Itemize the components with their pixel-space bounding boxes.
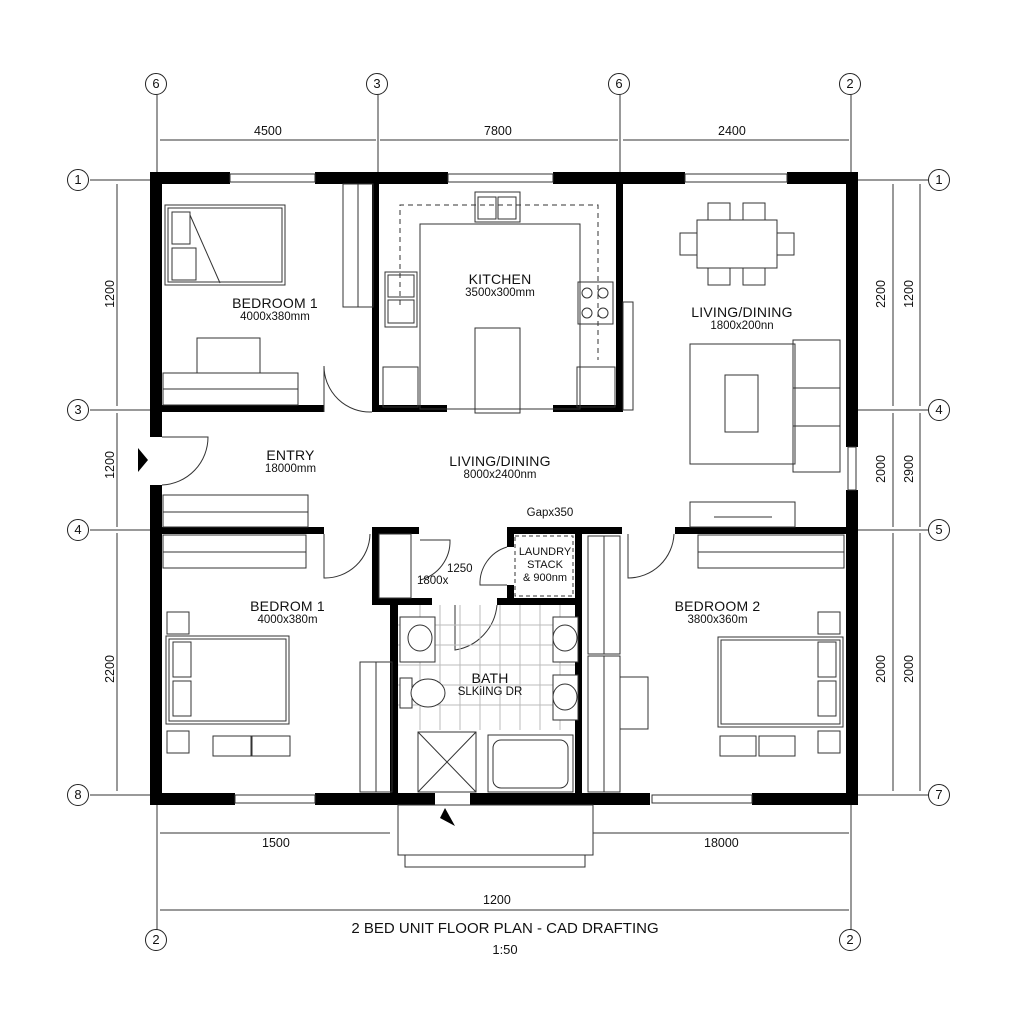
room-entry: ENTRY 18000mm (228, 447, 353, 475)
room-name: BATH (471, 670, 509, 686)
room-size: 8000x2400nm (463, 469, 537, 481)
dim-right-inner-2: 2000 (873, 455, 888, 483)
grid-bubble-left-3: 4 (67, 519, 89, 541)
dim-top-2: 7800 (484, 124, 512, 138)
grid-bubble-right-3: 5 (928, 519, 950, 541)
dim-bottom-1: 1500 (262, 836, 290, 850)
room-living-dining-center: LIVING/DINING 8000x2400nm (425, 453, 575, 481)
bath-note: SLKiING DR (457, 686, 523, 698)
room-name: KITCHEN (468, 271, 532, 287)
grid-bubble-top-3: 6 (608, 73, 630, 95)
dim-right-inner-1: 2200 (873, 280, 888, 308)
gap-note: Gapx350 (526, 507, 574, 519)
linen-dim: 1250 (447, 563, 473, 575)
dim-right-outer-2: 2900 (901, 455, 916, 483)
dim-left-3: 2200 (102, 655, 117, 683)
drawing-scale: 1:50 (492, 942, 518, 957)
dim-right-outer-3: 2000 (901, 655, 916, 683)
dim-right-outer-1: 1200 (901, 280, 916, 308)
dim-top-3: 2400 (718, 124, 746, 138)
grid-bubble-left-2: 3 (67, 399, 89, 421)
laundry-size: & 900nm (522, 572, 568, 584)
laundry-line-2: STACK (527, 559, 563, 571)
linen-size: 1800x (417, 575, 449, 587)
grid-bubble-top-1: 6 (145, 73, 167, 95)
room-bedroom-1-top: BEDROOM 1 4000x380mm (200, 295, 350, 323)
room-kitchen: KITCHEN 3500x300mm (425, 271, 575, 299)
grid-bubble-left-1: 1 (67, 169, 89, 191)
room-bedroom-2: BEDROOM 2 3800x360m (655, 598, 780, 626)
room-size: 1800x200nn (710, 320, 774, 332)
room-bath: BATH SLKiING DR (445, 670, 535, 698)
dim-left-2: 1200 (102, 451, 117, 479)
room-bedroom-1-bottom: BEDROM 1 4000x380m (225, 598, 350, 626)
grid-bubble-right-2: 4 (928, 399, 950, 421)
grid-bubble-top-4: 2 (839, 73, 861, 95)
dim-bottom-overall: 1200 (483, 893, 511, 907)
room-living-dining-right: LIVING/DINING 1800x200nn (667, 304, 817, 332)
grid-bubble-right-1: 1 (928, 169, 950, 191)
room-name: ENTRY (266, 447, 315, 463)
grid-bubble-right-4: 7 (928, 784, 950, 806)
dim-right-inner-3: 2000 (873, 655, 888, 683)
room-name: BEDROOM 1 (232, 295, 318, 311)
room-size: 4000x380mm (240, 311, 310, 323)
room-name: BEDROM 1 (250, 598, 325, 614)
laundry-line-1: LAUNDRY (518, 546, 572, 558)
room-size: 4000x380m (257, 614, 318, 626)
room-size: 18000mm (264, 463, 317, 475)
grid-bubble-top-2: 3 (366, 73, 388, 95)
grid-bubble-bottom-1: 2 (145, 929, 167, 951)
dim-top-1: 4500 (254, 124, 282, 138)
room-size: 3800x360m (687, 614, 748, 626)
drawing-title: 2 BED UNIT FLOOR PLAN - CAD DRAFTING (351, 920, 659, 937)
room-laundry: LAUNDRY STACK & 900nm (515, 546, 575, 585)
room-name: LIVING/DINING (691, 304, 793, 320)
room-name: LIVING/DINING (449, 453, 551, 469)
dim-bottom-2: 18000 (704, 836, 739, 850)
room-name: BEDROOM 2 (674, 598, 761, 614)
dim-left-1: 1200 (102, 280, 117, 308)
room-size: 3500x300mm (465, 287, 535, 299)
grid-bubble-bottom-2: 2 (839, 929, 861, 951)
grid-bubble-left-4: 8 (67, 784, 89, 806)
